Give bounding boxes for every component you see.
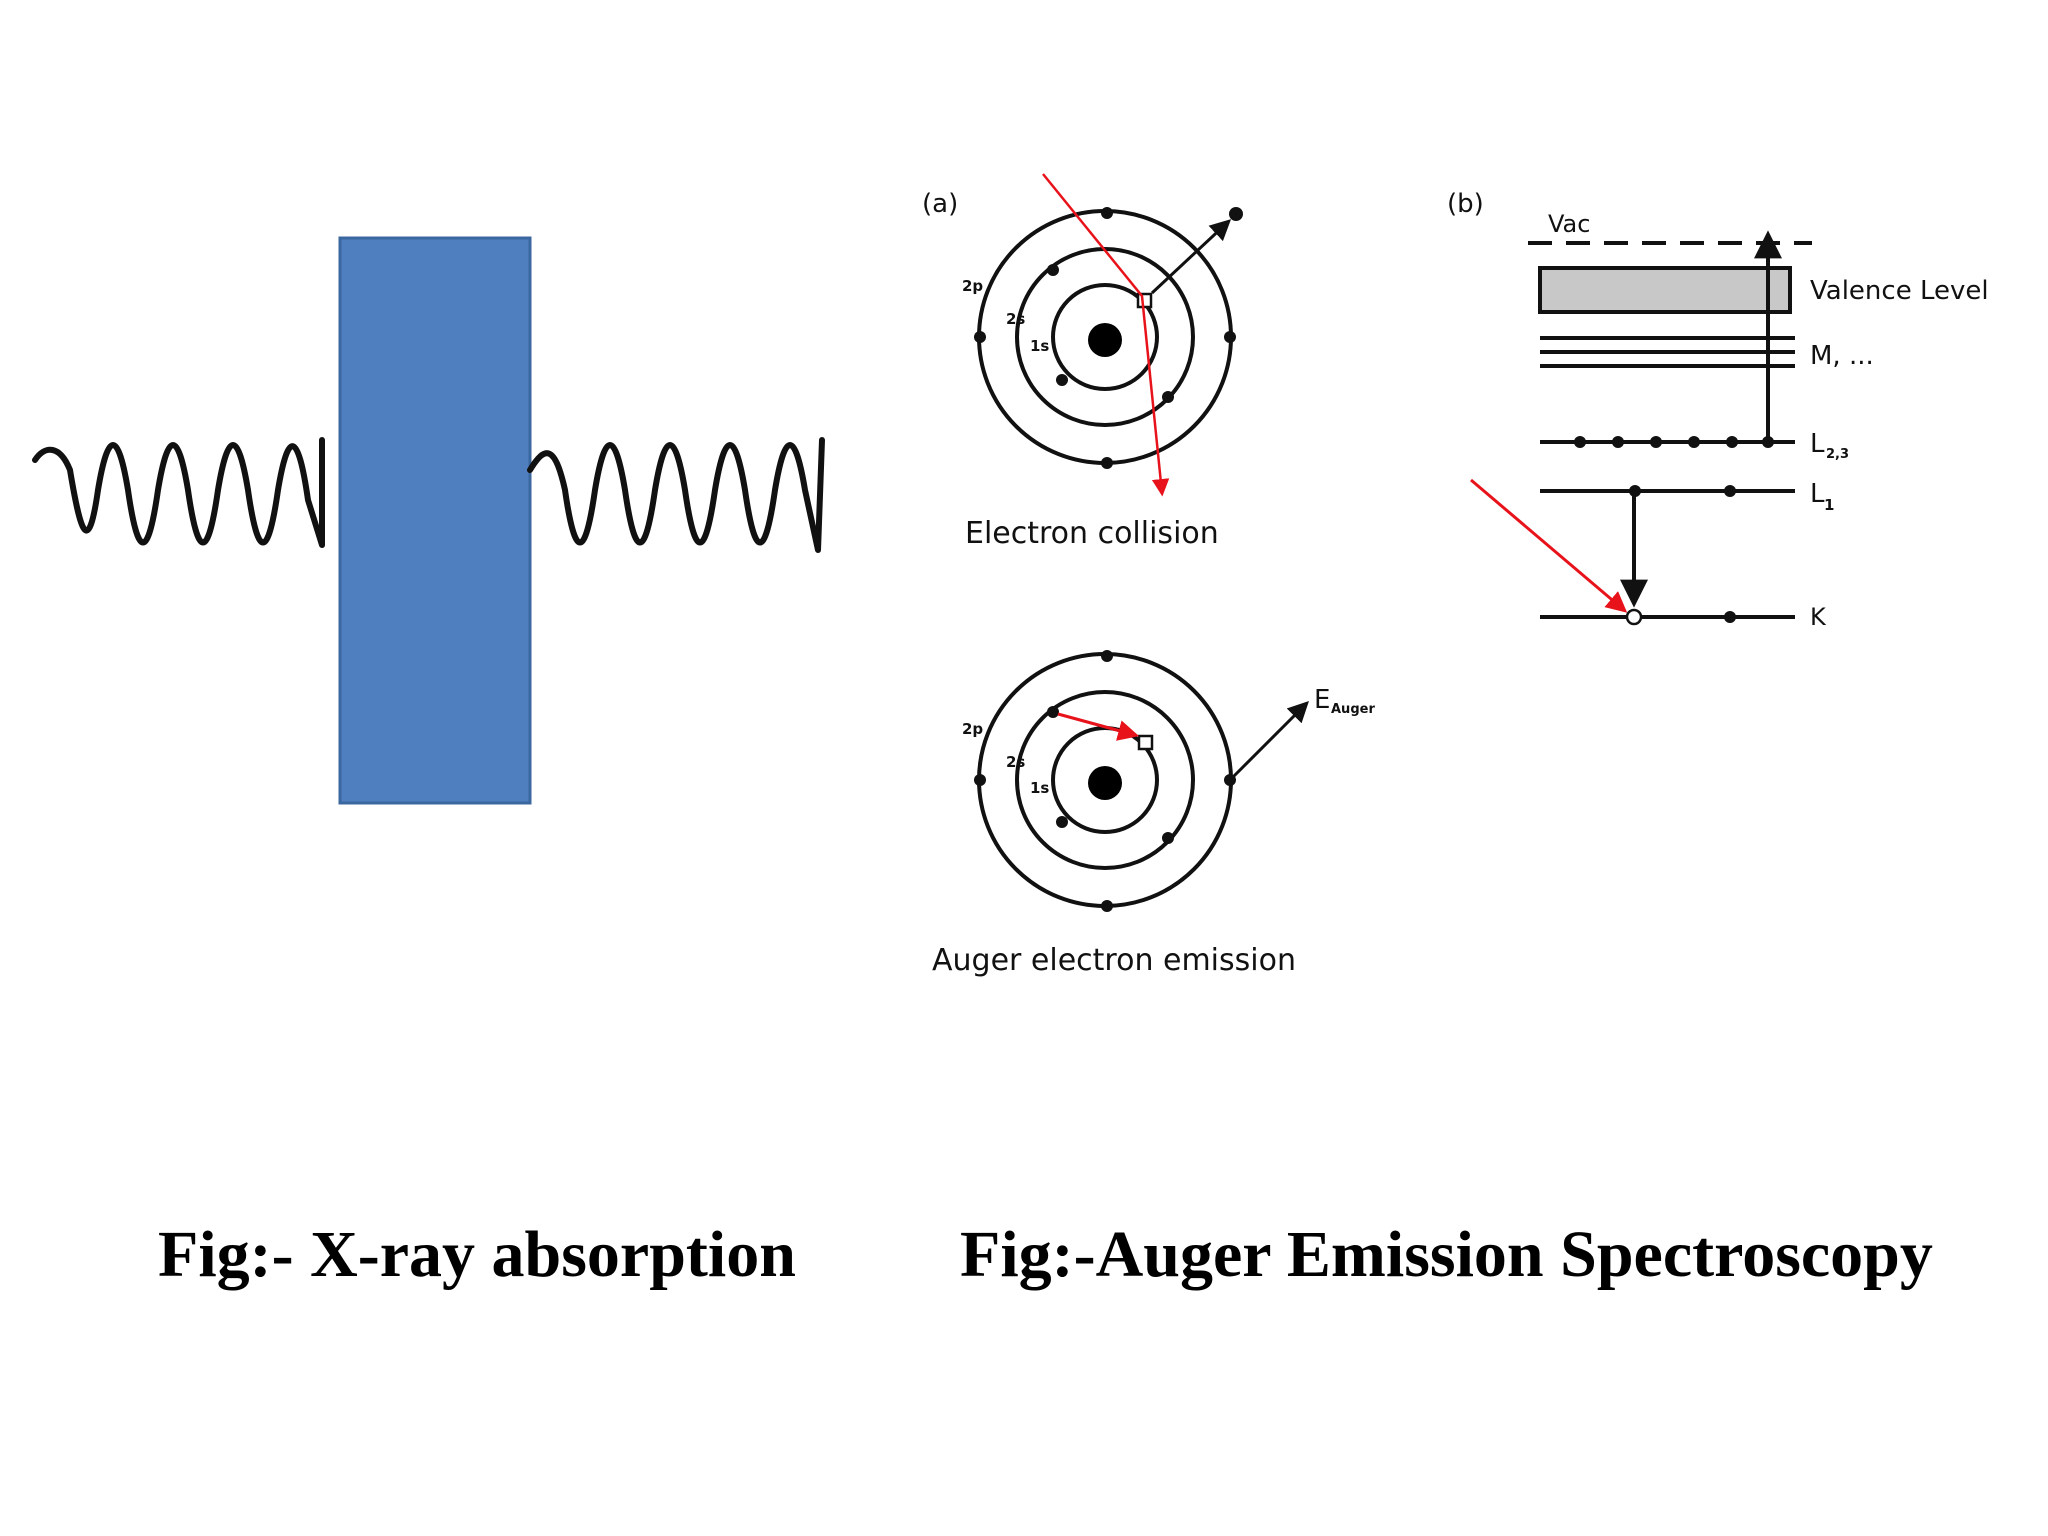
electron bbox=[1724, 611, 1736, 623]
electron bbox=[1162, 832, 1174, 844]
k-level-label: K bbox=[1810, 603, 1827, 631]
electron bbox=[1101, 207, 1113, 219]
electron bbox=[1101, 457, 1113, 469]
shell-label-2s: 2s bbox=[1006, 310, 1025, 328]
valence-level-label: Valence Level bbox=[1810, 276, 1989, 306]
panel-b-tag: (b) bbox=[1447, 189, 1484, 219]
shell-label-2p: 2p bbox=[962, 720, 983, 738]
vac-label: Vac bbox=[1548, 210, 1590, 238]
panel-a-tag: (a) bbox=[922, 189, 958, 219]
electron bbox=[1688, 436, 1700, 448]
electron bbox=[1056, 374, 1068, 386]
electron bbox=[1101, 650, 1113, 662]
l23-level-label: L bbox=[1810, 429, 1825, 459]
shell-label-1s: 1s bbox=[1030, 779, 1049, 797]
l1-level-label: L bbox=[1810, 479, 1825, 509]
relaxation-arrow bbox=[1057, 712, 1140, 741]
auger-electron-arrow bbox=[1230, 701, 1309, 780]
electron bbox=[1726, 436, 1738, 448]
electron bbox=[1724, 485, 1736, 497]
electron bbox=[1047, 264, 1059, 276]
m-level-label: M, ... bbox=[1810, 341, 1874, 371]
panel-b: (b) Vac Valence Level M, ... L 2,3 L 1 K bbox=[1447, 189, 1989, 631]
ejected-electron-arrow bbox=[1150, 219, 1232, 295]
shell-label-1s: 1s bbox=[1030, 337, 1049, 355]
nucleus bbox=[1088, 766, 1122, 800]
valence-band bbox=[1538, 266, 1792, 314]
nucleus bbox=[1088, 323, 1122, 357]
electron bbox=[1224, 331, 1236, 343]
electron bbox=[974, 774, 986, 786]
shell-label-2s: 2s bbox=[1006, 753, 1025, 771]
panel-a: (a) 2p 2s 1s Electron collision bbox=[922, 173, 1375, 978]
vacancy bbox=[1625, 608, 1643, 626]
xray-absorption-figure bbox=[32, 236, 825, 805]
electron bbox=[1650, 436, 1662, 448]
transmitted-wave bbox=[527, 437, 825, 553]
atom-auger-emission: 2p 2s 1s E Auger Auger electron emission bbox=[932, 650, 1375, 978]
electron bbox=[1047, 706, 1059, 718]
shell-2s bbox=[1015, 690, 1195, 870]
electron bbox=[1056, 816, 1068, 828]
l1-level-subscript: 1 bbox=[1824, 496, 1834, 514]
electron bbox=[1612, 436, 1624, 448]
atom-collision: 2p 2s 1s Electron collision bbox=[962, 173, 1243, 551]
absorber-block bbox=[338, 236, 532, 805]
auger-energy-subscript: Auger bbox=[1331, 702, 1375, 717]
electron bbox=[1162, 391, 1174, 403]
shell-1s bbox=[1051, 283, 1159, 391]
shell-label-2p: 2p bbox=[962, 277, 983, 295]
incident-wave bbox=[32, 437, 325, 548]
electron bbox=[1574, 436, 1586, 448]
auger-spectroscopy-caption: Fig:-Auger Emission Spectroscopy bbox=[960, 1218, 1933, 1291]
electron bbox=[1101, 900, 1113, 912]
xray-absorption-caption: Fig:- X-ray absorption bbox=[158, 1218, 796, 1291]
auger-emission-label: Auger electron emission bbox=[932, 943, 1296, 978]
electron bbox=[974, 331, 986, 343]
incident-red-arrow bbox=[1470, 478, 1628, 613]
l23-level-subscript: 2,3 bbox=[1826, 447, 1849, 462]
ejected-electron bbox=[1229, 207, 1243, 221]
electron-collision-label: Electron collision bbox=[965, 516, 1219, 551]
vacancy bbox=[1137, 734, 1154, 751]
incident-electron-path bbox=[1042, 173, 1170, 497]
vacancy bbox=[1136, 292, 1153, 309]
auger-energy-label: E bbox=[1314, 685, 1330, 715]
